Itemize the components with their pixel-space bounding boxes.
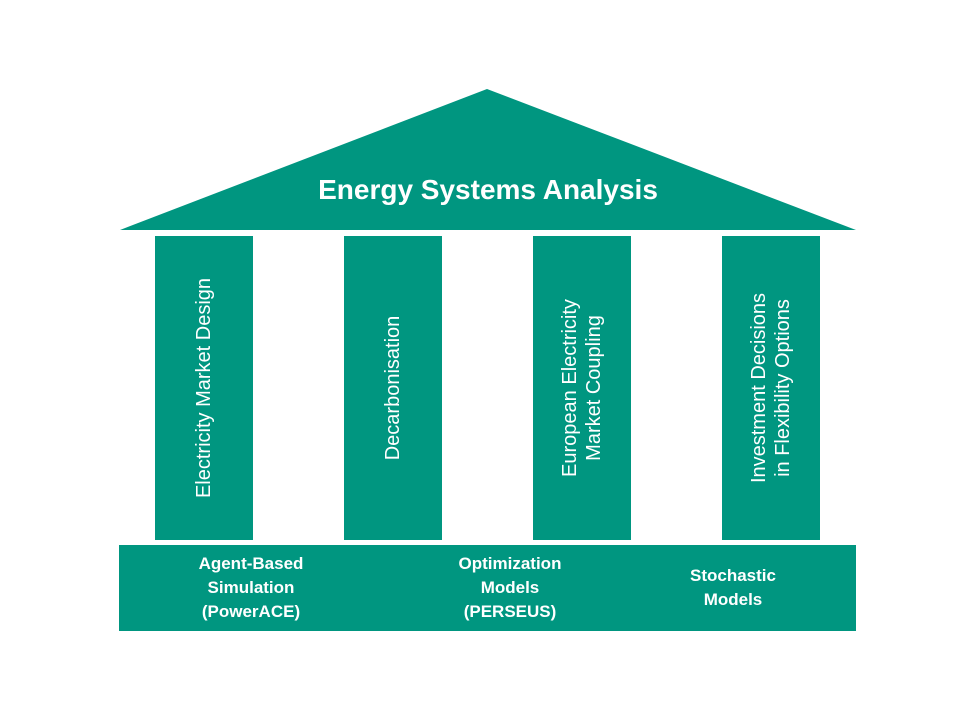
pillar-label: Decarbonisation (382, 315, 404, 461)
pillar-european-market-coupling: European Electricity Market Coupling (533, 236, 631, 540)
pillar-label: Investment Decisions in Flexibility Opti… (748, 292, 794, 484)
pillar-electricity-market-design: Electricity Market Design (155, 236, 253, 540)
foundation-base: Agent-Based Simulation (PowerACE) Optimi… (119, 545, 856, 631)
foundation-item-agent-based-simulation: Agent-Based Simulation (PowerACE) (198, 554, 304, 621)
pillar-investment-decisions: Investment Decisions in Flexibility Opti… (722, 236, 820, 540)
roof-shape (120, 89, 856, 230)
pillar-decarbonisation: Decarbonisation (344, 236, 442, 540)
foundation-item-optimization-models: Optimization Models (PERSEUS) (458, 554, 562, 621)
pillar-label: European Electricity Market Coupling (559, 299, 605, 477)
pillar-label: Electricity Market Design (193, 277, 215, 499)
foundation-item-stochastic-models: Stochastic Models (690, 566, 776, 609)
roof-title: Energy Systems Analysis (318, 174, 658, 205)
